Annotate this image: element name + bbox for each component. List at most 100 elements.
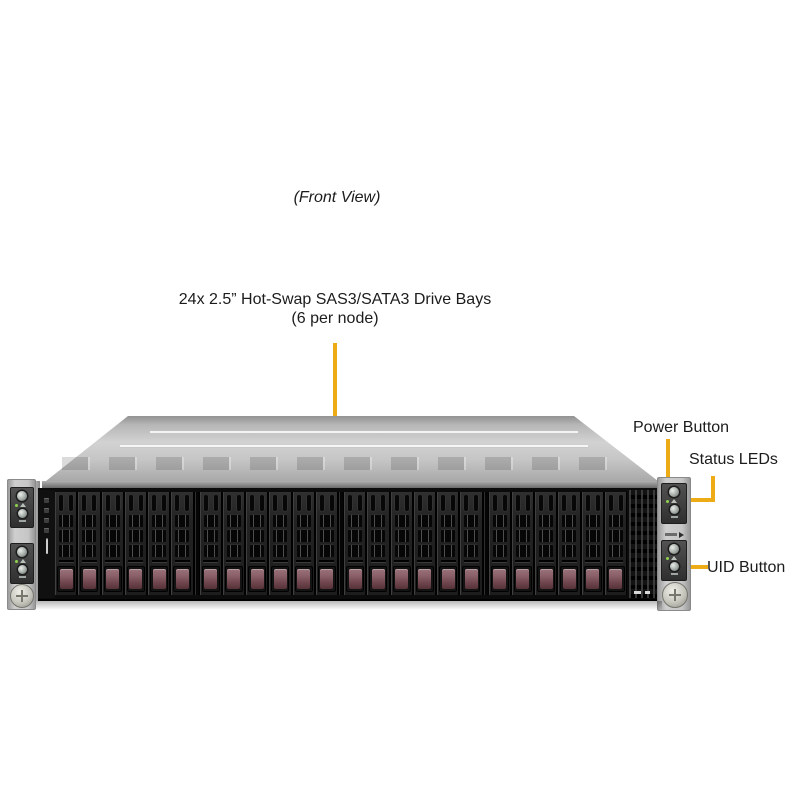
drive-tray xyxy=(199,492,222,595)
indicator-slit xyxy=(45,538,48,554)
tray-slit xyxy=(608,560,624,563)
tray-vent-row xyxy=(296,529,311,542)
node-control-panel xyxy=(10,543,34,584)
tray-vent-row xyxy=(539,544,554,557)
drive-tray xyxy=(390,492,413,595)
tray-latch-button xyxy=(586,569,600,589)
node-control-panel xyxy=(10,487,34,528)
bottom-marking xyxy=(634,591,641,594)
tray-vent-row xyxy=(371,544,386,557)
tray-vent-row xyxy=(608,514,623,527)
ear-node-label xyxy=(661,530,687,539)
tray-latch-button xyxy=(464,569,478,589)
thumbscrew-icon xyxy=(662,582,688,608)
tray-vent-row xyxy=(492,529,507,542)
tray-vent-row xyxy=(226,529,241,542)
tray-vent-row xyxy=(417,529,432,542)
tray-top-slots xyxy=(104,494,121,512)
tray-top-slots xyxy=(174,494,191,512)
tray-slit xyxy=(440,560,456,563)
tray-vent-row xyxy=(515,544,530,557)
tray-vent-row xyxy=(59,544,74,557)
tray-vent-row xyxy=(250,529,265,542)
drive-tray xyxy=(124,492,147,595)
tray-top-slots xyxy=(225,494,242,512)
tray-top-slots xyxy=(81,494,98,512)
tray-slit xyxy=(174,560,190,563)
tray-top-slots xyxy=(463,494,480,512)
tray-vent-row xyxy=(82,529,97,542)
drive-tray xyxy=(78,492,101,595)
tray-vent-row xyxy=(319,529,334,542)
tray-latch-button xyxy=(371,569,385,589)
tray-latch-button xyxy=(516,569,530,589)
tray-top-slots xyxy=(584,494,601,512)
tray-latch-button xyxy=(562,569,576,589)
drive-tray xyxy=(367,492,390,595)
tray-top-slots xyxy=(440,494,457,512)
tray-slit xyxy=(151,560,167,563)
tray-vent-row xyxy=(515,514,530,527)
tray-vent-row xyxy=(417,544,432,557)
uid-button-icon xyxy=(17,509,27,518)
tray-vent-row xyxy=(203,529,218,542)
tray-latch xyxy=(150,566,169,592)
tray-vent-row xyxy=(128,544,143,557)
tray-vent-row xyxy=(82,544,97,557)
tray-vent-row xyxy=(175,544,190,557)
tray-vent-row xyxy=(296,544,311,557)
chassis-front-lip xyxy=(42,481,658,488)
tray-vent-row xyxy=(394,544,409,557)
tray-latch xyxy=(317,566,336,592)
led-triangle-icon xyxy=(671,499,677,503)
bay-group-divider xyxy=(339,492,343,595)
tray-vent-row xyxy=(394,514,409,527)
power-button-icon xyxy=(669,544,679,554)
button-label-mark xyxy=(670,516,678,518)
uid-button-icon xyxy=(669,562,679,571)
tray-latch-button xyxy=(395,569,409,589)
drive-bays-caption-line1: 24x 2.5” Hot-Swap SAS3/SATA3 Drive Bays xyxy=(178,291,492,308)
drive-tray xyxy=(344,492,367,595)
tray-vent-row xyxy=(319,544,334,557)
tray-latch xyxy=(369,566,388,592)
tray-slit xyxy=(561,560,577,563)
lid-dimple-row xyxy=(62,457,618,470)
tray-vent-row xyxy=(539,514,554,527)
tray-latch-button xyxy=(320,569,334,589)
tray-latch xyxy=(248,566,267,592)
tray-vent-row xyxy=(226,544,241,557)
uid-button-label: UID Button xyxy=(707,559,786,576)
tray-slit xyxy=(417,560,433,563)
tray-latch xyxy=(103,566,122,592)
tray-vent-row xyxy=(348,529,363,542)
tray-vent-row xyxy=(441,529,456,542)
tray-latch xyxy=(173,566,192,592)
right-vent-strip xyxy=(629,490,658,598)
tray-slit xyxy=(81,560,97,563)
tray-vent-row xyxy=(250,544,265,557)
node-control-panel xyxy=(661,540,687,581)
bay-group-divider xyxy=(194,492,199,595)
tray-latch xyxy=(439,566,458,592)
drive-tray xyxy=(315,492,338,595)
tray-vent-row xyxy=(562,544,577,557)
drive-tray xyxy=(511,492,534,595)
button-label-mark xyxy=(18,576,26,578)
chassis-shadow xyxy=(36,601,662,610)
drive-tray xyxy=(488,492,511,595)
status-leds-icon xyxy=(15,503,26,507)
tray-vent-row xyxy=(128,529,143,542)
led-dot-icon xyxy=(666,499,669,503)
tray-top-slots xyxy=(249,494,266,512)
arrow-right-icon xyxy=(678,531,684,538)
tray-vent-row xyxy=(203,514,218,527)
tray-vent-row xyxy=(464,514,479,527)
tray-latch-button xyxy=(204,569,218,589)
tray-vent-row xyxy=(296,514,311,527)
tray-slit xyxy=(492,560,508,563)
tray-slit xyxy=(585,560,601,563)
tray-vent-row xyxy=(175,514,190,527)
tray-latch xyxy=(294,566,313,592)
